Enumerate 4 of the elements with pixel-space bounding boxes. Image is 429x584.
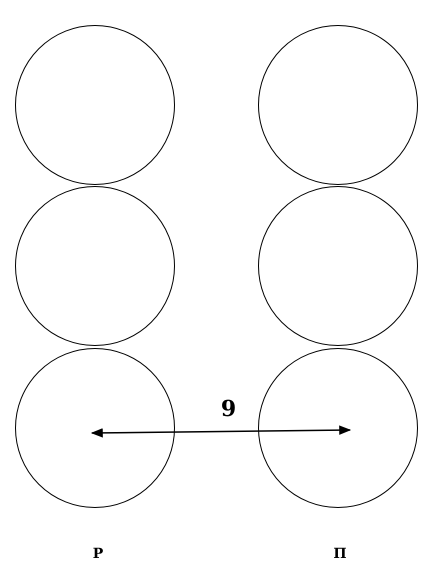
column-label: П [333,547,347,561]
edge-label: 9 [220,398,236,420]
column-label: Р [92,547,104,561]
double-arrow [90,425,352,438]
